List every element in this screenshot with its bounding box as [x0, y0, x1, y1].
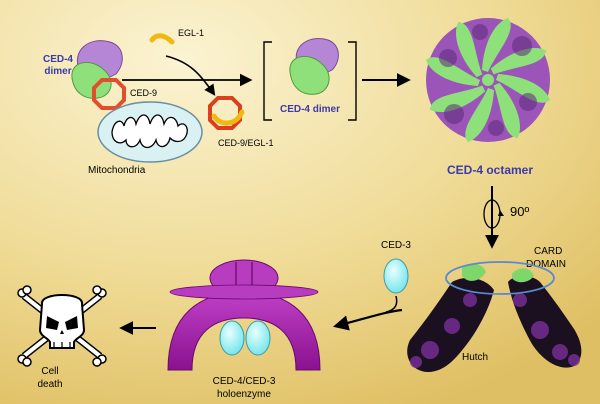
card-domain-ring — [445, 261, 555, 295]
holoenzyme-ced3-right — [245, 320, 271, 356]
ced9-label: CED-9 — [130, 88, 157, 98]
cell-death-label-line2: death — [37, 379, 62, 390]
hutch-structure — [407, 263, 582, 372]
holoenzyme-ced3-left — [219, 320, 245, 356]
bracket-left — [263, 41, 272, 121]
ced9-egl1-complex — [208, 96, 245, 130]
ced4-octamer-label: CED-4 octamer — [447, 163, 533, 177]
rotation-label: 90º — [510, 204, 529, 219]
mitochondria-cristae — [111, 114, 188, 149]
egl1-binding-arrow — [165, 55, 216, 96]
holoenzyme-arch — [167, 259, 321, 371]
ced4-dimer-bracket-label: CED-4 dimer — [280, 104, 340, 115]
ced3-label: CED-3 — [381, 240, 411, 251]
ced4-dimer-protein — [71, 40, 123, 99]
card-domain-label-line1: CARD — [534, 246, 562, 257]
egl1-label: EGL-1 — [178, 28, 204, 38]
egl1-protein — [149, 33, 175, 45]
bracket-right — [348, 41, 357, 121]
ced4-dimer-label-line2: dimer — [44, 66, 71, 77]
ced9-egl1-label: CED-9/EGL-1 — [218, 138, 274, 148]
ced3-join-line — [385, 295, 398, 313]
holoenzyme-label-line1: CED-4/CED-3 — [213, 376, 276, 387]
ced3-protein — [383, 258, 409, 294]
skull-crossbones-icon — [17, 285, 107, 367]
ced9-protein — [92, 78, 126, 110]
hutch-label: Hutch — [462, 352, 488, 363]
ced4-dimer-released — [289, 38, 339, 95]
rotation-arrow-icon — [483, 199, 504, 229]
ced4-dimer-label-line1: CED-4 — [43, 54, 73, 65]
assembly-arrow — [333, 308, 403, 331]
cell-death-label-line1: Cell — [41, 366, 58, 377]
ced4-octamer — [426, 18, 550, 142]
holoenzyme-label-line2: holoenzyme — [217, 389, 271, 400]
mitochondria-label: Mitochondria — [88, 165, 146, 176]
card-domain-label-line2: DOMAIN — [526, 259, 566, 270]
